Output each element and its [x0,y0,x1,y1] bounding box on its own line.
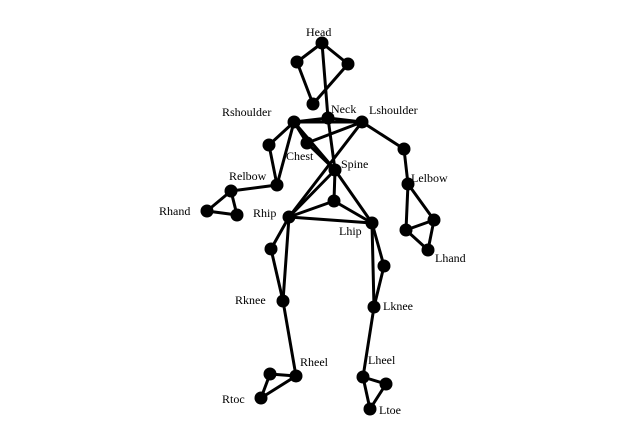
label-lhip: Lhip [339,224,362,238]
label-neck: Neck [331,102,356,116]
joint-headB [306,97,320,111]
bone-lknee-lheel [361,305,376,379]
joint-rhand2 [230,208,244,222]
joint-lelbow [401,177,415,191]
joint-lsh [355,115,369,129]
label-lelbow: Lelbow [411,171,448,185]
joint-spine [328,163,342,177]
label-lknee: Lknee [383,299,413,313]
joint-rheel2 [263,367,277,381]
skeleton-joints [200,36,441,416]
label-rknee: Rknee [235,293,266,307]
bone-headL-headB [295,60,315,106]
joint-rknee [276,294,290,308]
joint-rhand [200,204,214,218]
joint-rsh [287,115,301,129]
bone-rheel-rtoe [259,374,298,400]
joint-lhip [365,216,379,230]
bone-lthigh-lknee [372,264,386,309]
joint-relbow [270,178,284,192]
label-relbow: Relbow [229,169,267,183]
joint-headR [341,57,355,71]
label-rhand: Rhand [159,204,190,218]
bone-rsh-relbow [275,120,296,187]
joint-lheel [356,370,370,384]
bone-headR-headB [311,62,350,106]
joint-rthigh [264,242,278,256]
joint-rheel [289,369,303,383]
bone-rarm-relbow [267,143,279,187]
bone-rhip-rknee [281,215,291,303]
bone-mid-lhip [332,199,374,225]
joint-larm [397,142,411,156]
joint-chest [300,136,314,150]
label-chest: Chest [286,149,314,163]
joint-rhip [282,210,296,224]
joint-head [315,36,329,50]
joint-ltoe [363,402,377,416]
bone-head-neck [320,41,330,120]
label-head: Head [306,25,331,39]
bone-mid-rhip [287,199,336,219]
bone-neck-spine [326,116,337,172]
bone-lhip-lthigh [370,221,386,268]
bone-lhip-lknee [370,221,376,309]
joint-lhand1 [427,213,441,227]
joint-rarm [262,138,276,152]
joint-mid [327,194,341,208]
bone-lelbow-lhand2 [404,182,410,232]
joint-lthigh [377,259,391,273]
bone-rknee-rheel [281,299,298,378]
joint-lheel2 [379,377,393,391]
joint-neck [321,111,335,125]
joint-lhand2 [399,223,413,237]
bone-lsh-larm [360,120,406,151]
bone-relbow-relbow2 [229,183,279,193]
bone-rthigh-rknee [269,247,285,303]
bone-rhip-lhip [287,215,374,225]
label-ltoe: Ltoe [379,403,401,417]
label-rhip: Rhip [253,206,276,220]
joint-labels: Head Neck Rshoulder Lshoulder Chest Spin… [159,25,466,417]
bone-lelbow-lhand1 [406,182,436,222]
bone-spine-lhip [333,168,374,225]
joint-lhand3 [421,243,435,257]
bone-lsh-chest [305,120,364,145]
joint-relbow2 [224,184,238,198]
label-lheel: Lheel [368,353,396,367]
label-spine: Spine [341,157,368,171]
joint-rtoe [254,391,268,405]
bone-lsh-rhip [287,120,364,219]
label-lhand: Lhand [435,251,466,265]
label-rheel: Rheel [300,355,329,369]
label-lshoulder: Lshoulder [369,103,418,117]
label-rshoulder: Rshoulder [222,105,271,119]
joint-lknee [367,300,381,314]
label-rtoe: Rtoc [222,392,245,406]
joint-headL [290,55,304,69]
